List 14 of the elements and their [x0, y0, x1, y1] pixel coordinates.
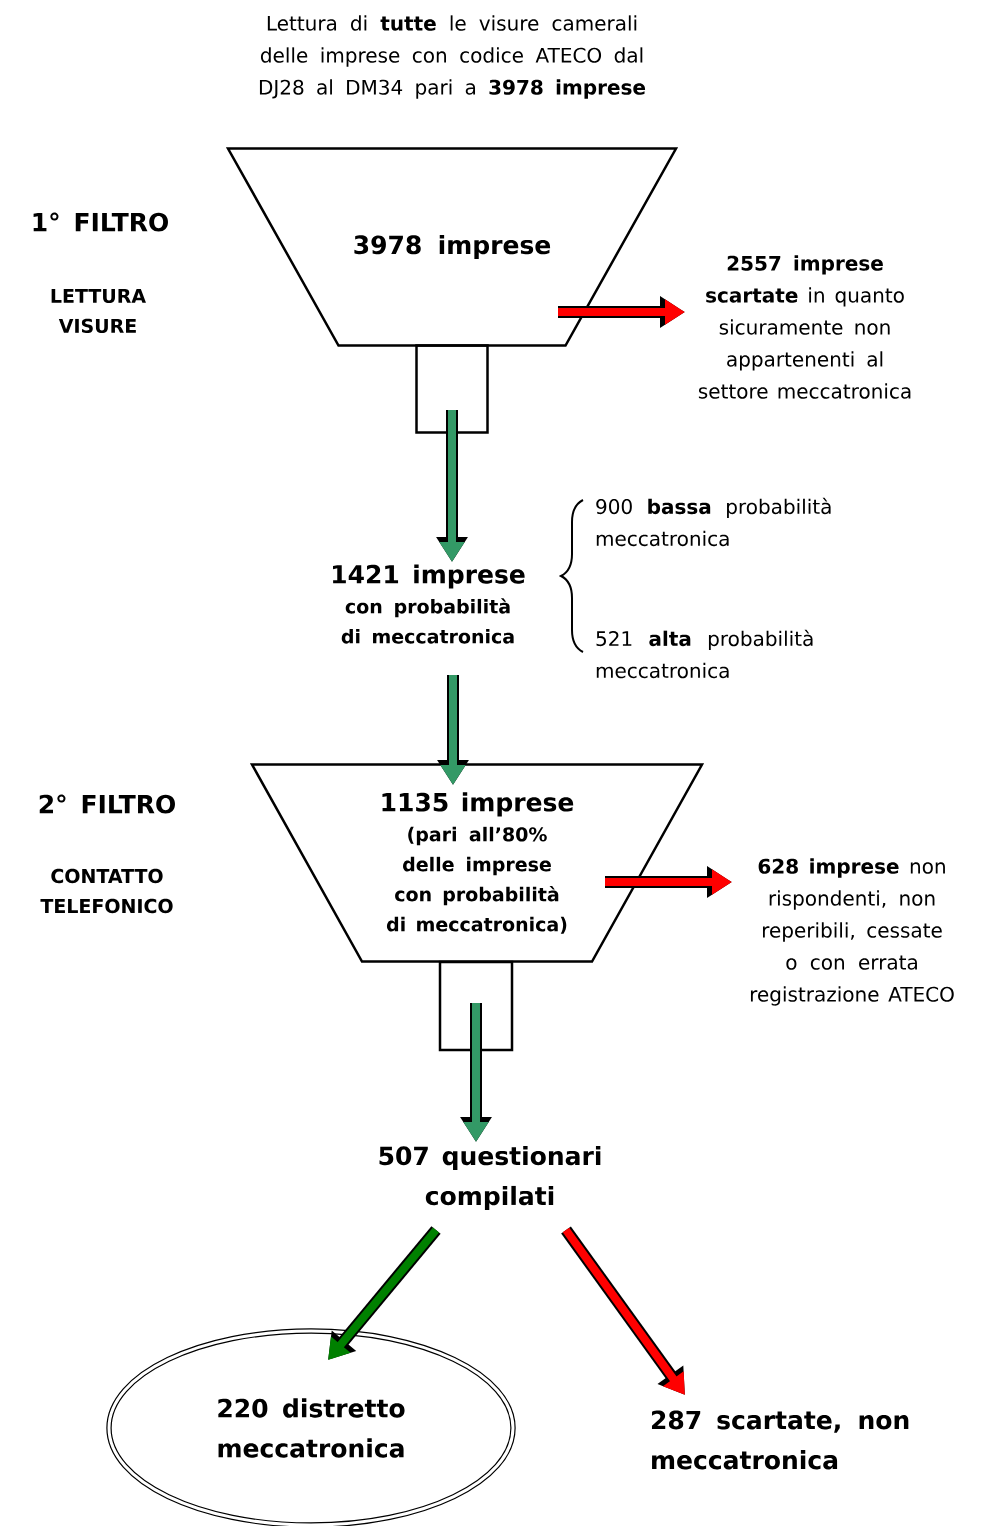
count-text: 507 questionari compilati — [379, 1145, 601, 1211]
count-text: 1421 imprese con probabilità di meccatronica — [333, 564, 525, 644]
stage-subtitle: LETTURA VISURE — [51, 288, 146, 334]
intro-text: Lettura di tutte le visure camerali delle imprese con codice ATECO dal DJ28 al DM34 pari a 3978 imprese — [259, 15, 646, 99]
stage-title: 1° FILTRO — [33, 212, 168, 232]
stage-title: 2° FILTRO — [39, 794, 175, 814]
breakdown-text: 900 bassa probabilità meccatronica — [596, 497, 831, 547]
discard-note: 2557 imprese scartate in quanto sicuramente non appartenenti al settore meccatronica — [698, 255, 911, 399]
discard-note: 628 imprese non rispondenti, non reperibili, cessate o con errata registrazione ATECO — [750, 858, 954, 1006]
stage-subtitle: CONTATTO TELEFONICO — [40, 868, 173, 914]
funnel-spout — [438, 960, 514, 1052]
breakdown-text: 521 alta probabilità meccatronica — [596, 629, 813, 679]
funnel-spout — [415, 344, 489, 434]
result-text: 287 scartate, non meccatronica — [652, 1410, 909, 1470]
